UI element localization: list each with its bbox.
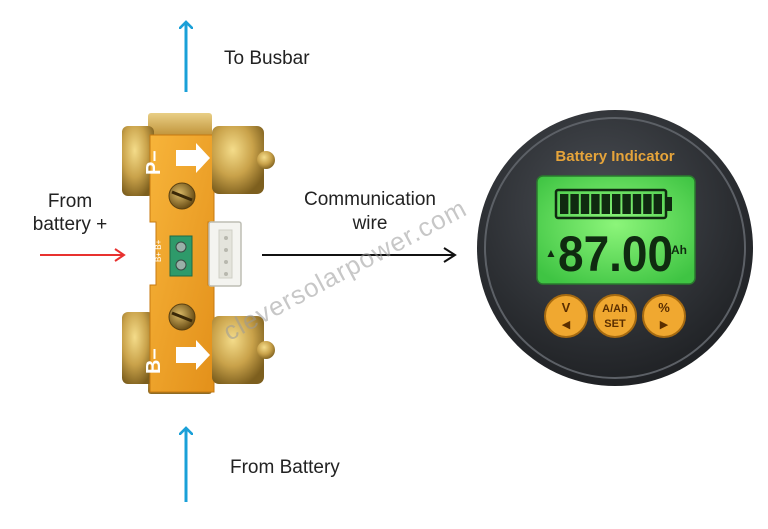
shunt-device: P– B– B+ B+ <box>122 113 275 394</box>
label-from-battery: From Battery <box>230 457 340 478</box>
green-terminal-block <box>169 235 193 277</box>
battery-meter: Battery Indicator ▲ 87.00 Ah V ◀ A/Ah SE… <box>477 110 753 386</box>
label-communication-line1: Communication <box>304 189 436 210</box>
nut-top-right <box>212 126 264 194</box>
meter-button-percent[interactable]: % ▶ <box>642 294 686 338</box>
lcd-battery-bar <box>653 194 662 214</box>
nut-bottom-left <box>122 312 154 384</box>
connector-label: B+ B+ <box>154 239 163 262</box>
lcd-battery-bar <box>560 194 569 214</box>
label-from-battery-plus-line1: From <box>47 191 93 212</box>
button-percent-sub: ▶ <box>660 319 669 331</box>
lcd-battery-bar <box>591 194 600 214</box>
terminal-label-bottom: B– <box>143 348 165 374</box>
nut-bottom-right <box>212 316 264 384</box>
lcd-battery-bar <box>601 194 610 214</box>
terminal-label-top: P– <box>143 151 165 175</box>
label-communication-line2: wire <box>352 213 388 234</box>
button-v-sub: ◀ <box>562 319 571 331</box>
lcd-battery-bar <box>580 194 590 214</box>
lcd-battery-bar <box>570 194 579 214</box>
button-v-label: V <box>562 300 571 315</box>
nut-top-left <box>122 126 154 196</box>
lcd-battery-bar <box>632 194 642 214</box>
lcd-battery-bar <box>612 194 621 214</box>
pcb-arrow-bottom <box>176 340 210 370</box>
lcd-battery-bars <box>560 194 662 214</box>
button-set-sub: SET <box>604 318 626 330</box>
meter-title: Battery Indicator <box>555 148 674 165</box>
label-from-battery-plus-line2: battery + <box>32 214 108 235</box>
meter-button-set[interactable]: A/Ah SET <box>593 294 637 338</box>
button-percent-label: % <box>658 300 670 315</box>
pcb-arrow-top <box>176 143 210 173</box>
lcd-warning-icon: ▲ <box>545 246 557 260</box>
lcd-unit: Ah <box>671 243 687 257</box>
lcd-battery-bar <box>643 194 652 214</box>
meter-button-v[interactable]: V ◀ <box>544 294 588 338</box>
lcd-reading: 87.00 <box>558 227 673 282</box>
lcd-battery-bar <box>622 194 631 214</box>
label-to-busbar: To Busbar <box>224 48 310 69</box>
button-set-label: A/Ah <box>602 303 628 315</box>
